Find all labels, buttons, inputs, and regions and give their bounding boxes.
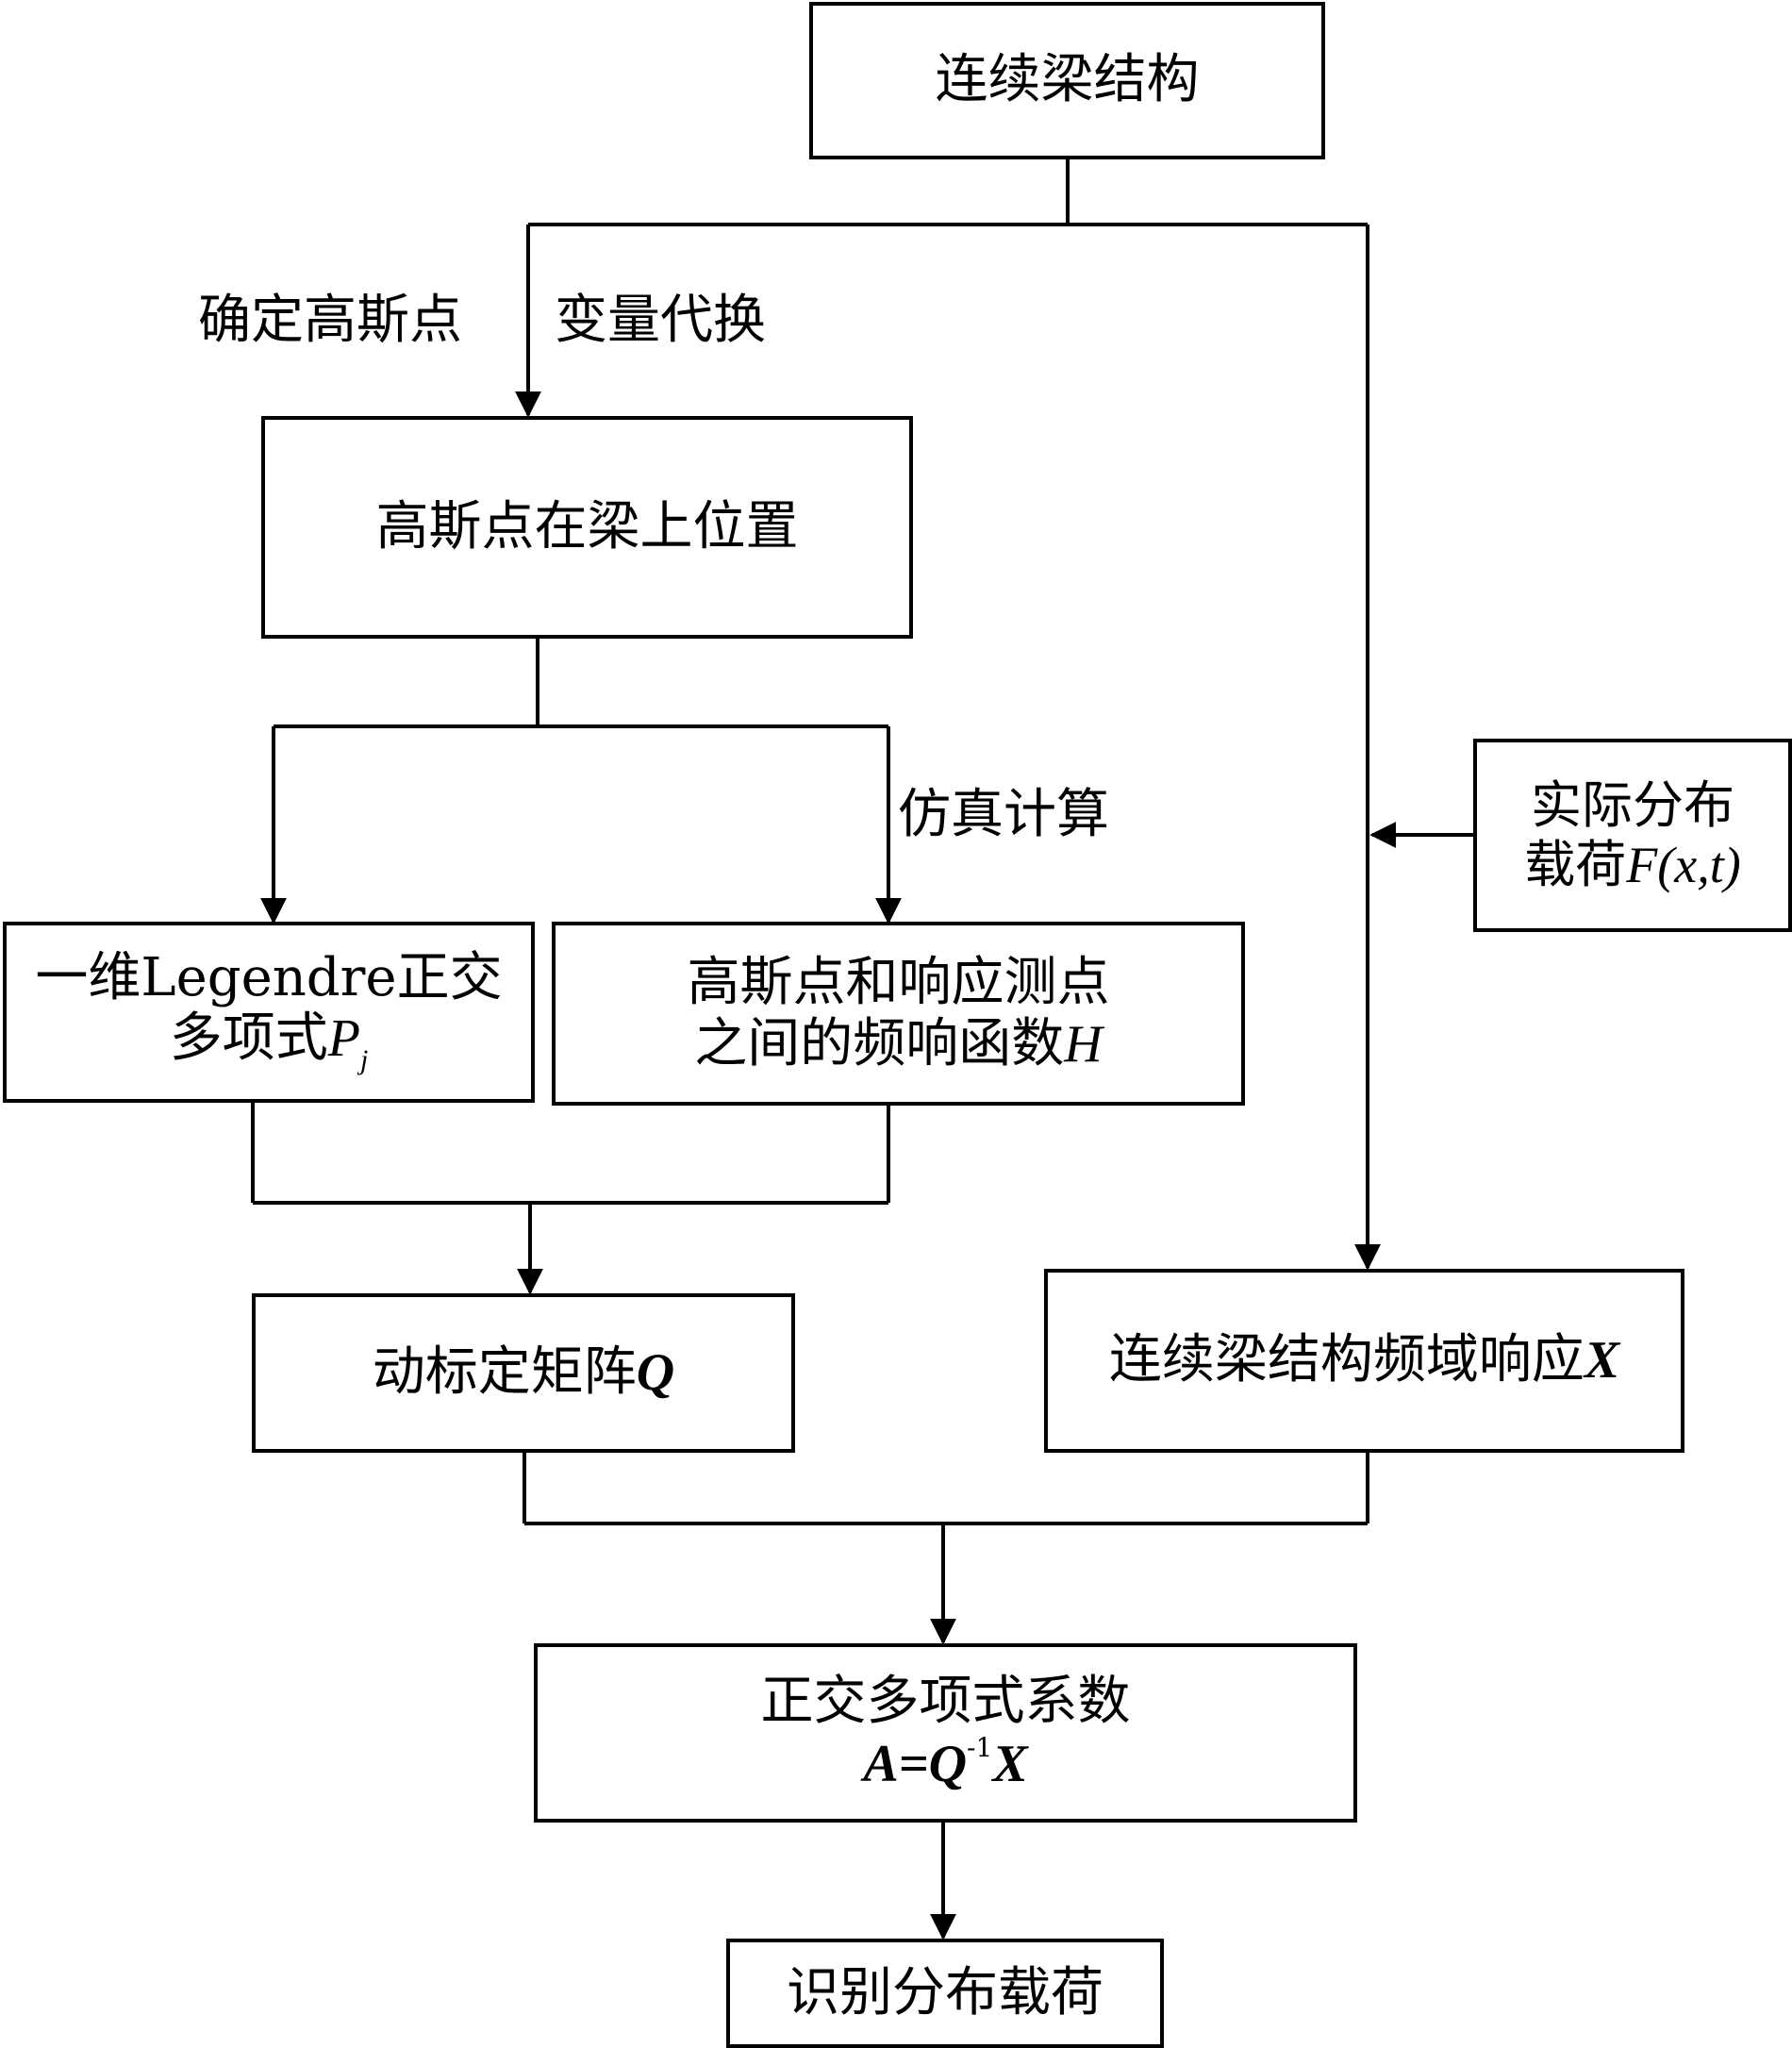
node-frf-line2: 之间的频响函数H [694,1012,1103,1074]
frf-symbol: H [1064,1014,1103,1074]
node-identify-load-label: 识别分布载荷 [787,1961,1103,2023]
node-calib-matrix: 动标定矩阵Q [252,1293,795,1453]
actual-load-symbol: F [1626,836,1658,893]
node-actual-load-prefix: 载荷 [1524,834,1627,894]
freq-response-symbol: X [1584,1331,1620,1390]
node-continuous-beam: 连续梁结构 [809,2,1325,159]
node-identify-load: 识别分布载荷 [726,1939,1164,2048]
legendre-subscript: j [359,1043,369,1075]
node-actual-load: 实际分布 载荷F(x,t) [1473,739,1792,932]
node-legendre: 一维Legendre正交 多项式Pj [3,922,535,1103]
node-coefficient: 正交多项式系数 A=Q-1X [534,1643,1357,1823]
node-actual-load-line2: 载荷F(x,t) [1524,834,1741,894]
edge-label-gauss-points: 确定高斯点 [198,290,462,351]
node-continuous-beam-label: 连续梁结构 [935,49,1200,111]
node-freq-response-line: 连续梁结构频域响应X [1109,1330,1619,1390]
coeff-formula-q: Q [928,1734,968,1793]
node-gauss-position: 高斯点在梁上位置 [261,416,913,639]
calib-matrix-symbol: Q [636,1343,675,1403]
coeff-formula-a: A [863,1734,899,1793]
node-calib-matrix-prefix: 动标定矩阵 [372,1341,637,1404]
node-actual-load-line1: 实际分布 [1531,775,1734,836]
edge-label-variable-sub: 变量代换 [555,290,766,351]
edge-label-simulation: 仿真计算 [898,784,1109,845]
node-legendre-line1: 一维Legendre正交 [35,946,503,1008]
node-legendre-line2: 多项式Pj [169,1007,369,1077]
node-coefficient-formula: A=Q-1X [863,1731,1028,1794]
node-calib-matrix-line: 动标定矩阵Q [373,1342,674,1403]
node-freq-response-prefix: 连续梁结构频域响应 [1108,1329,1585,1391]
node-legendre-prefix: 多项式 [169,1007,328,1069]
legendre-symbol: P [327,1008,360,1068]
node-frf: 高斯点和响应测点 之间的频响函数H [552,922,1245,1106]
node-coefficient-line1: 正交多项式系数 [760,1671,1131,1733]
actual-load-args: (x,t) [1657,836,1741,893]
coeff-formula-exp: -1 [967,1731,993,1763]
coeff-formula-eq: = [898,1734,929,1793]
node-frf-prefix: 之间的频响函数 [694,1012,1065,1074]
coeff-formula-x: X [992,1734,1028,1793]
node-frf-line1: 高斯点和响应测点 [687,952,1110,1014]
node-gauss-position-label: 高斯点在梁上位置 [375,495,799,558]
node-freq-response: 连续梁结构频域响应X [1044,1269,1684,1453]
